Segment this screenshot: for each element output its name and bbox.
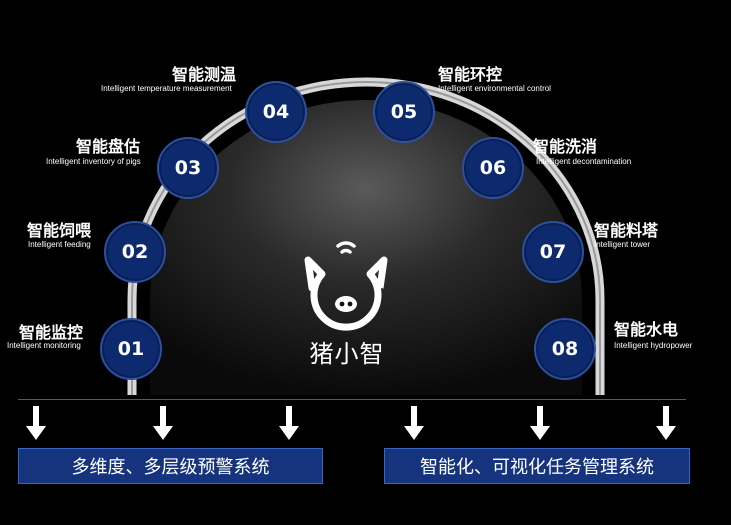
node-04[interactable]: 04 [245,81,307,143]
arrow-down-icon [26,406,46,440]
arrow-down-icon [153,406,173,440]
node-05-subtitle: Intelligent environmental control [438,84,551,93]
node-06[interactable]: 06 [462,137,524,199]
pig-wifi-logo [304,241,388,331]
arrow-down-icon [656,406,676,440]
node-08-subtitle: Intelligent hydropower [614,341,693,350]
node-02[interactable]: 02 [104,221,166,283]
node-07-title: 智能料塔 [594,221,659,240]
arrow-down-icon [279,406,299,440]
node-04-subtitle: Intelligent temperature measurement [101,84,232,93]
banner-task-management[interactable]: 智能化、可视化任务管理系统 [384,448,690,484]
node-05-title: 智能环控 [438,65,503,84]
node-05[interactable]: 05 [373,81,435,143]
node-03[interactable]: 03 [157,137,219,199]
node-01-title: 智能监控 [19,323,84,342]
arrow-down-icon [530,406,550,440]
brand-name: 猪小智 [309,340,385,368]
divider-line [18,399,686,400]
node-07[interactable]: 07 [522,221,584,283]
node-08-title: 智能水电 [614,320,679,339]
node-02-title: 智能饲喂 [27,221,92,240]
node-01[interactable]: 01 [100,318,162,380]
node-07-subtitle: Intelligent tower [594,240,651,249]
node-02-subtitle: Intelligent feeding [28,240,91,249]
node-04-title: 智能测温 [172,65,237,84]
node-03-subtitle: Intelligent inventory of pigs [46,157,141,166]
node-03-title: 智能盘估 [76,137,141,156]
node-06-title: 智能洗消 [533,137,598,156]
node-01-subtitle: Intelligent monitoring [7,341,81,350]
node-06-subtitle: Intelligent decontamination [536,157,632,166]
banner-warning-system[interactable]: 多维度、多层级预警系统 [18,448,323,484]
arrow-down-icon [404,406,424,440]
node-08[interactable]: 08 [534,318,596,380]
